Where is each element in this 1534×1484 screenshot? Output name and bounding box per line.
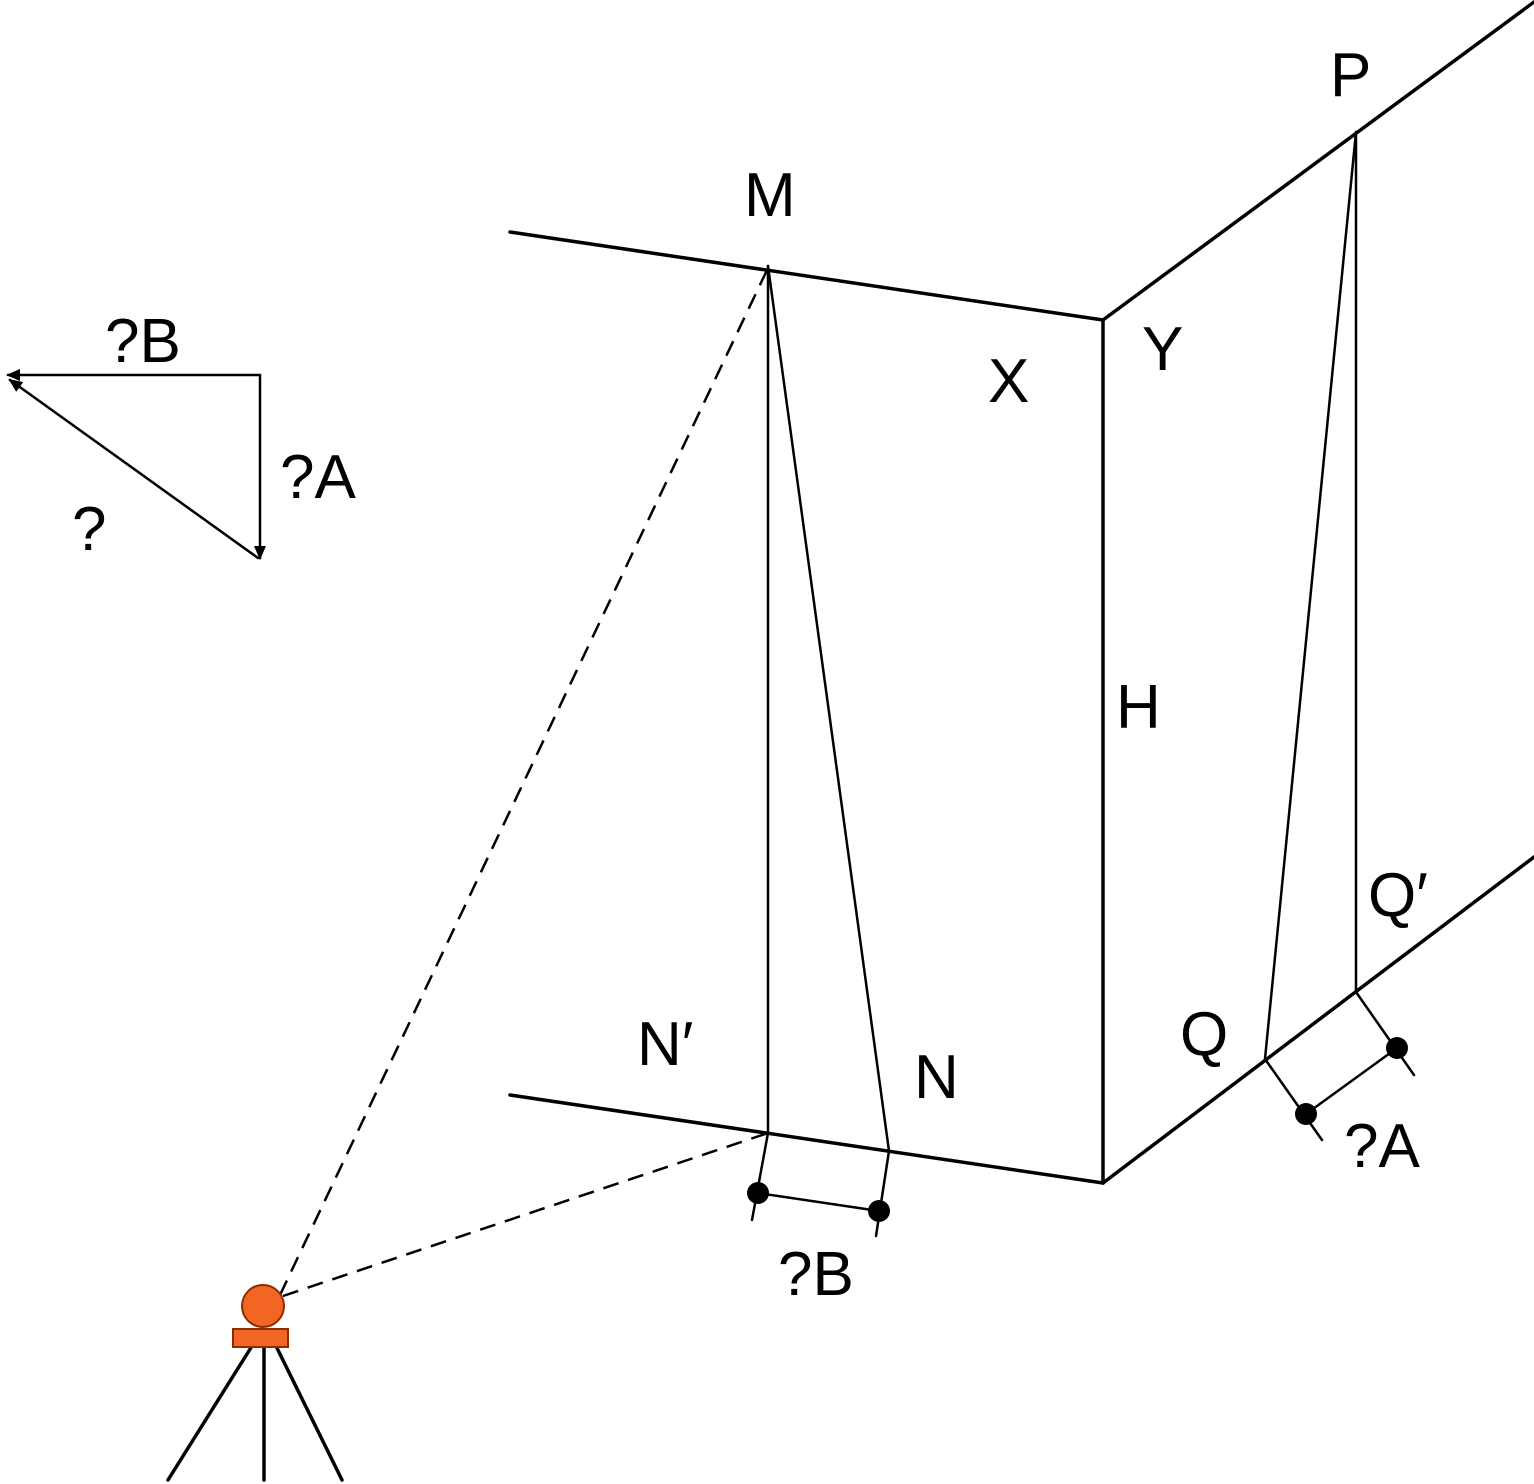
building-bottom-left-edge [508, 1093, 1105, 1185]
label-n: N [914, 1043, 959, 1112]
point-b-start [747, 1182, 769, 1204]
point-a-end [1295, 1103, 1317, 1125]
offset-b-bar [756, 1191, 881, 1213]
label-q: Q [1180, 1000, 1228, 1069]
point-b-end [868, 1200, 890, 1222]
label-x: X [988, 347, 1029, 416]
point-labels: M P X Y H N′ N Q Q′ ?B ?A [637, 41, 1428, 1309]
tick-qprime [1354, 990, 1416, 1077]
tripod-leg-left [166, 1344, 254, 1482]
building-top-right-edge [1101, 0, 1534, 322]
label-p: P [1330, 41, 1371, 110]
sight-line-to-m [278, 267, 770, 1296]
label-y: Y [1142, 315, 1183, 384]
label-delta-a: ?A [1344, 1112, 1420, 1181]
incline-line-m-n [766, 264, 891, 1153]
instrument-base [232, 1328, 289, 1348]
inset-resultant-arrow [8, 378, 260, 560]
inset-vector-triangle: ?B ?A ? [6, 307, 356, 564]
point-a-start [1386, 1037, 1408, 1059]
tripod-leg-right [274, 1344, 344, 1482]
inset-delta-a-label: ?A [280, 443, 356, 512]
tick-q [1263, 1057, 1324, 1142]
left-face-projection [747, 264, 891, 1238]
instrument-head [241, 1284, 285, 1328]
label-h: H [1116, 673, 1161, 742]
incline-line-p-q [1263, 130, 1358, 1061]
building-outline [508, 0, 1534, 1185]
right-face-projection [1263, 130, 1416, 1142]
tick-n [874, 1149, 891, 1238]
sight-line-to-nprime [282, 1131, 769, 1298]
label-n-prime: N′ [637, 1010, 693, 1079]
building-bottom-right-edge [1101, 855, 1534, 1185]
inset-delta-b-label: ?B [105, 307, 181, 376]
offset-a-bar [1304, 1046, 1399, 1116]
label-q-prime: Q′ [1368, 861, 1428, 930]
label-m: M [744, 161, 796, 230]
inset-delta-label: ? [72, 495, 106, 564]
sight-lines [278, 267, 770, 1298]
total-station-on-tripod-icon [166, 1284, 344, 1482]
label-delta-b: ?B [778, 1240, 854, 1309]
building-top-left-edge [508, 230, 1105, 322]
tick-nprime [750, 1131, 770, 1222]
